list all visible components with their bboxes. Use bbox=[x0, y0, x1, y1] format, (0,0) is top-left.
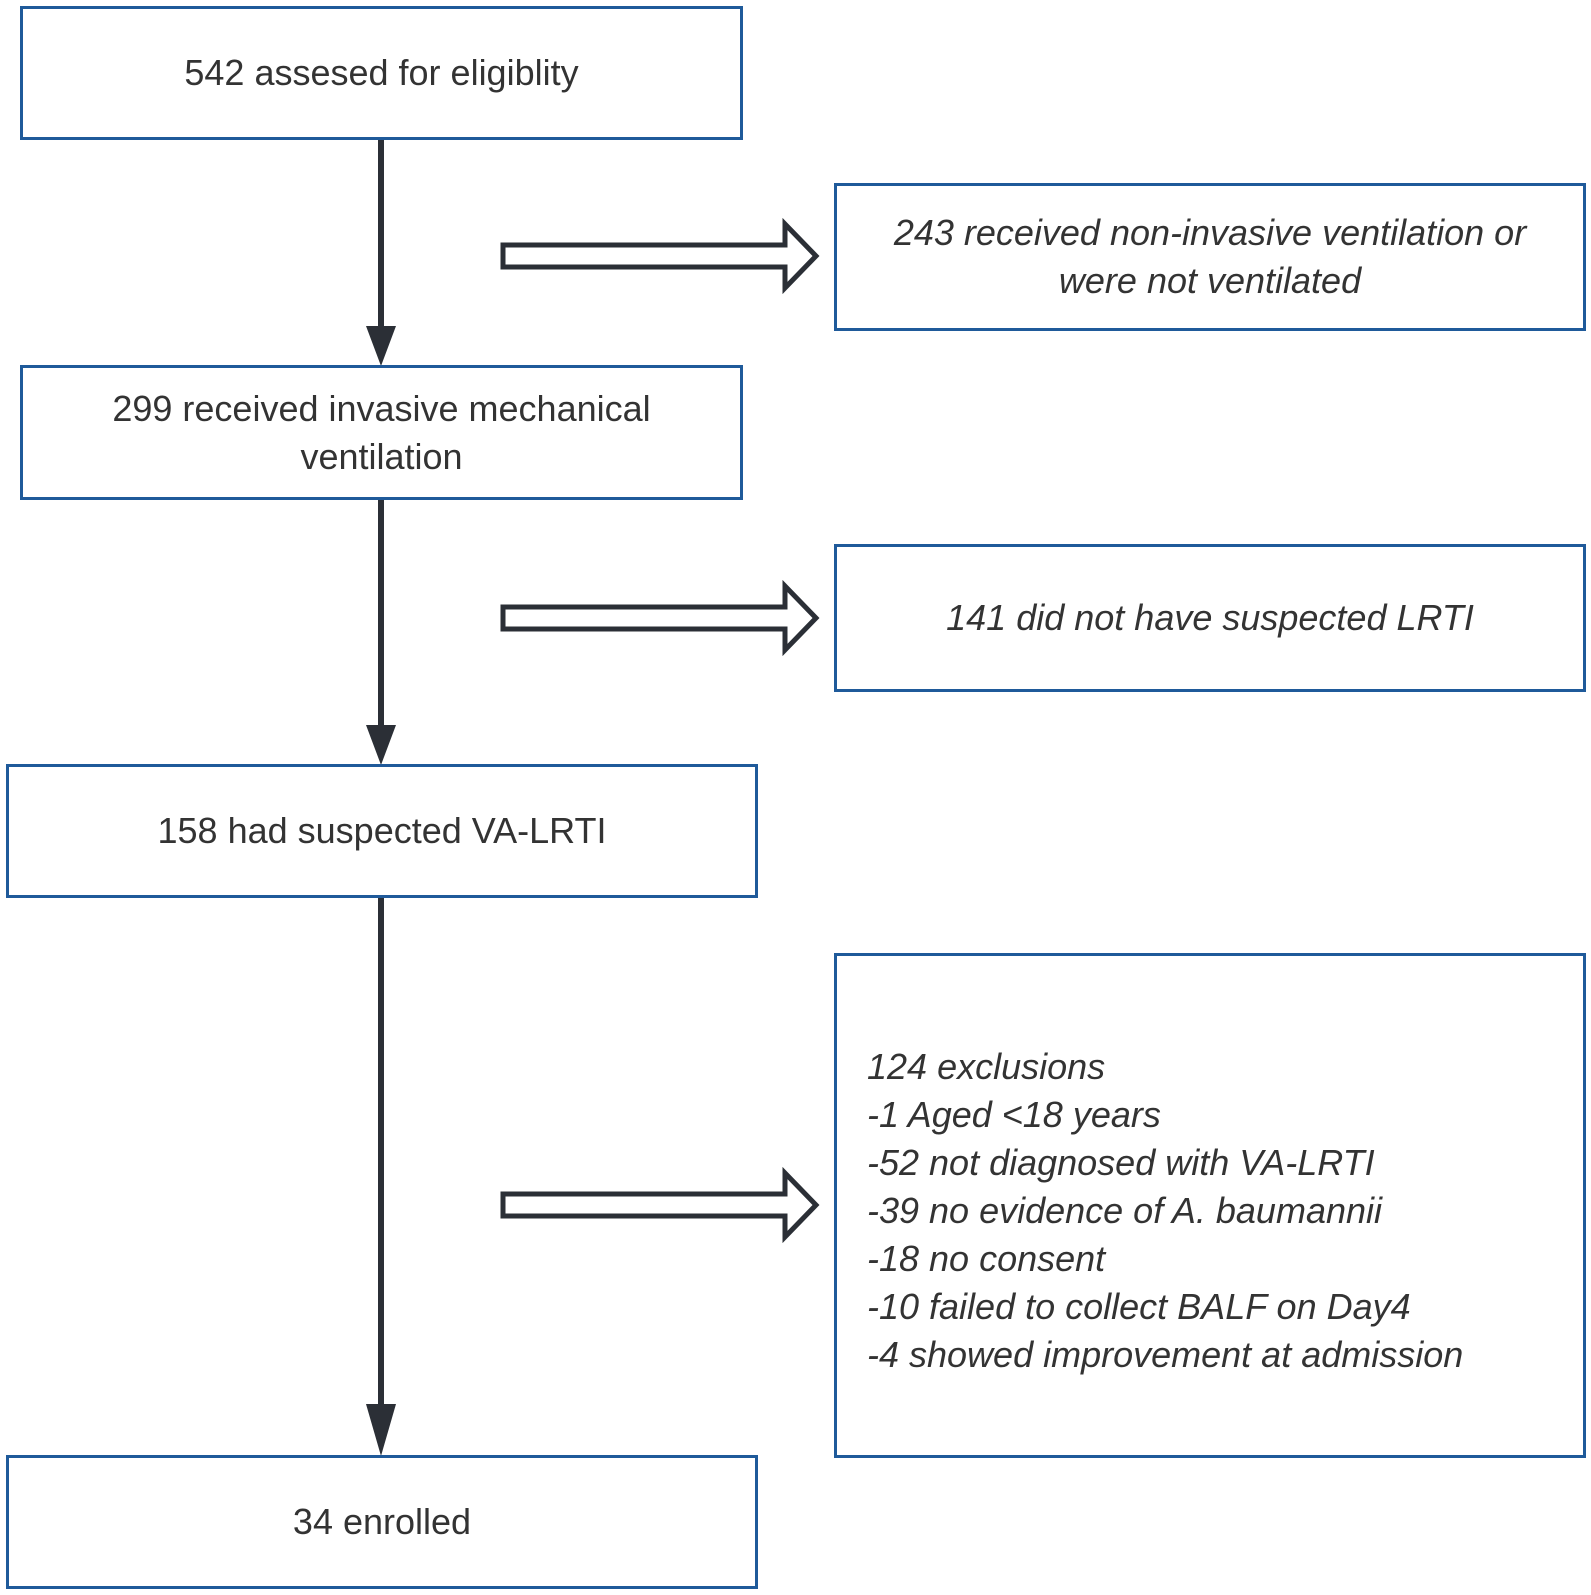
down-arrow-3 bbox=[366, 895, 396, 1456]
exclusion-item: -1 Aged <18 years bbox=[867, 1093, 1161, 1135]
box-no-lrti-excluded: 141 did not have suspected LRTI bbox=[834, 544, 1586, 692]
exclusion-item: -39 no evidence of A. baumannii bbox=[867, 1189, 1383, 1231]
side-arrow-1 bbox=[500, 217, 820, 295]
box-enrolled-text: 34 enrolled bbox=[292, 1501, 472, 1542]
box-assessed: 542 assesed for eligiblity bbox=[20, 6, 743, 140]
down-arrow-1 bbox=[366, 138, 396, 366]
box-non-invasive-excluded: 243 received non-invasive ventilation or… bbox=[834, 183, 1586, 331]
exclusion-item: -4 showed improvement at admission bbox=[867, 1333, 1464, 1375]
exclusion-item: -10 failed to collect BALF on Day4 bbox=[867, 1285, 1411, 1327]
box-non-invasive-text-line-2: were not ventilated bbox=[1058, 260, 1362, 301]
down-arrow-2 bbox=[366, 497, 396, 765]
box-invasive-text-line-1: 299 received invasive mechanical bbox=[112, 387, 651, 429]
box-no-lrti-text: 141 did not have suspected LRTI bbox=[946, 597, 1474, 638]
box-exclusions-list: 124 exclusions -1 Aged <18 years -52 not… bbox=[834, 953, 1586, 1458]
box-invasive-ventilation: 299 received invasive mechanical ventila… bbox=[20, 365, 743, 500]
exclusions-heading: 124 exclusions bbox=[867, 1045, 1106, 1087]
exclusion-item: -52 not diagnosed with VA-LRTI bbox=[867, 1141, 1375, 1183]
side-arrow-2 bbox=[500, 579, 820, 657]
side-arrow-3 bbox=[500, 1166, 820, 1244]
box-assessed-text: 542 assesed for eligiblity bbox=[184, 52, 579, 93]
box-suspected-text: 158 had suspected VA-LRTI bbox=[157, 810, 607, 851]
exclusion-item: -18 no consent bbox=[867, 1237, 1106, 1279]
box-enrolled: 34 enrolled bbox=[6, 1455, 758, 1589]
box-invasive-text-line-2: ventilation bbox=[300, 435, 463, 477]
box-non-invasive-text-line-1: 243 received non-invasive ventilation or bbox=[893, 212, 1527, 253]
box-suspected-va-lrti: 158 had suspected VA-LRTI bbox=[6, 764, 758, 898]
